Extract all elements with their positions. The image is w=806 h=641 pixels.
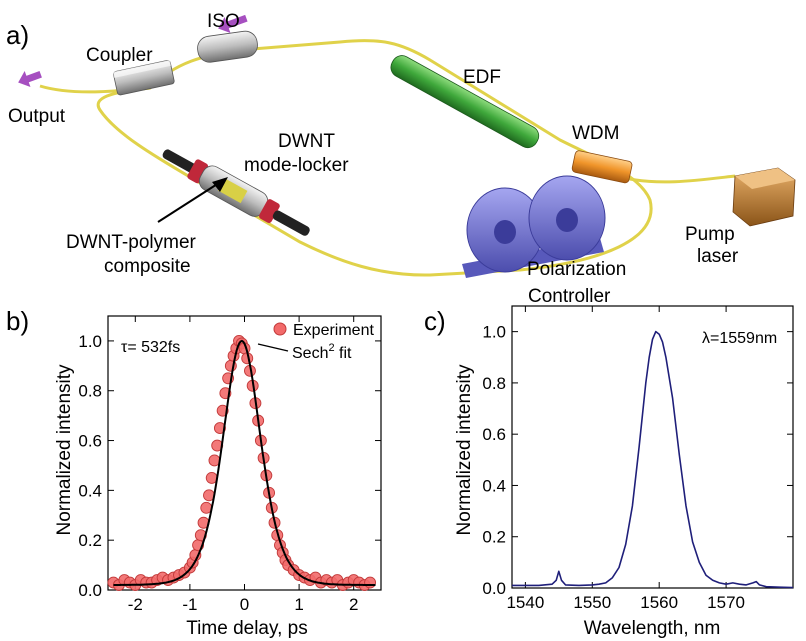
panel-a-tag: a) (6, 20, 29, 50)
b-xlabel: Time delay, ps (186, 618, 307, 639)
wdm-label: WDM (572, 123, 619, 144)
b-ytick-label: 0.6 (78, 432, 102, 451)
edf-coil (390, 55, 540, 149)
b-ytick-label: 0.4 (78, 481, 102, 500)
c-ytick-label: 0.2 (482, 528, 506, 547)
isolator-arrow-icon (218, 14, 248, 34)
pump-fiber (624, 174, 736, 184)
isolator (197, 30, 258, 63)
c-axes: 1540 1550 1560 1570 0.0 0.2 0.4 0.6 0.8 1.0 (482, 305, 794, 612)
panel-c: c) Normalized intensity Wavelength, nm λ… (424, 305, 794, 639)
c-ytick-label: 0.6 (482, 425, 506, 444)
composite-label-line2: composite (104, 256, 191, 277)
dwnt-modelocker (162, 149, 310, 236)
output-arrow-icon (18, 70, 42, 88)
panel-b: b) Normalized intensity Time delay, ps τ… (6, 306, 382, 639)
c-ytick-label: 1.0 (482, 323, 506, 342)
c-ytick-label: 0.4 (482, 476, 506, 495)
b-data-point (364, 576, 377, 589)
wdm (571, 150, 633, 184)
b-ytick-label: 0.0 (78, 581, 102, 600)
panel-b-tag: b) (6, 306, 29, 336)
c-annotation: λ=1559nm (702, 330, 777, 347)
c-xtick-label: 1540 (506, 593, 544, 612)
pc-label-line1: Polarization (527, 259, 626, 280)
b-legend-fit-text: Sech2 fit (292, 342, 352, 362)
b-ylabel: Normalized intensity (54, 364, 75, 536)
polarization-controller (462, 175, 606, 278)
pc-label-line2: Controller (528, 286, 611, 307)
b-legend: Experiment Sech2 fit (257, 322, 374, 362)
b-xtick-label: -2 (128, 595, 143, 614)
b-ytick-label: 1.0 (78, 332, 102, 351)
b-ytick-label: 0.8 (78, 382, 102, 401)
coupler-label: Coupler (86, 45, 153, 66)
pump-label-line2: laser (697, 246, 739, 267)
b-data-point (213, 422, 226, 435)
b-legend-fit-sech: Sech (292, 345, 328, 362)
c-spectrum-line (512, 330, 794, 589)
b-xtick-label: 1 (294, 595, 303, 614)
b-data (107, 334, 377, 591)
b-fit-line (113, 339, 376, 586)
output-label: Output (8, 106, 66, 127)
edf-label: EDF (463, 67, 501, 88)
c-xtick-label: 1550 (573, 593, 611, 612)
pump-laser (732, 167, 796, 227)
b-legend-fit-line (257, 343, 289, 352)
composite-label-line1: DWNT-polymer (66, 232, 197, 253)
coupler (113, 59, 175, 96)
fiber-loop (96, 39, 653, 277)
b-legend-fit-sup: 2 (328, 342, 334, 354)
b-axes: -2 -1 0 1 2 0.0 0.2 0.4 0.6 0.8 1.0 (78, 315, 382, 614)
c-plot-frame (511, 305, 794, 589)
composite-pointer-arrow-icon (157, 177, 228, 223)
b-xtick-label: 0 (240, 595, 249, 614)
c-xlabel: Wavelength, nm (584, 618, 721, 639)
isolator-label: ISO (207, 11, 240, 32)
c-data (512, 330, 794, 589)
c-ylabel: Normalized intensity (454, 364, 475, 536)
panel-a: a) Coupler ISO Output E (6, 11, 796, 307)
b-ytick-label: 0.2 (78, 531, 102, 550)
b-annotation: τ= 532fs (121, 339, 180, 356)
b-xtick-label: 2 (349, 595, 358, 614)
b-legend-experiment: Experiment (293, 322, 374, 339)
b-legend-fit-suffix: fit (335, 345, 352, 362)
b-legend-marker (273, 322, 287, 336)
c-ytick-label: 0.8 (482, 374, 506, 393)
modelocker-label-line1: DWNT (278, 131, 335, 152)
c-ytick-label: 0.0 (482, 579, 506, 598)
b-xtick-label: -1 (182, 595, 197, 614)
modelocker-label-line2: mode-locker (244, 155, 349, 176)
c-xtick-label: 1570 (707, 593, 745, 612)
panel-c-tag: c) (424, 306, 446, 336)
c-xtick-label: 1560 (640, 593, 678, 612)
pump-label-line1: Pump (685, 224, 735, 245)
